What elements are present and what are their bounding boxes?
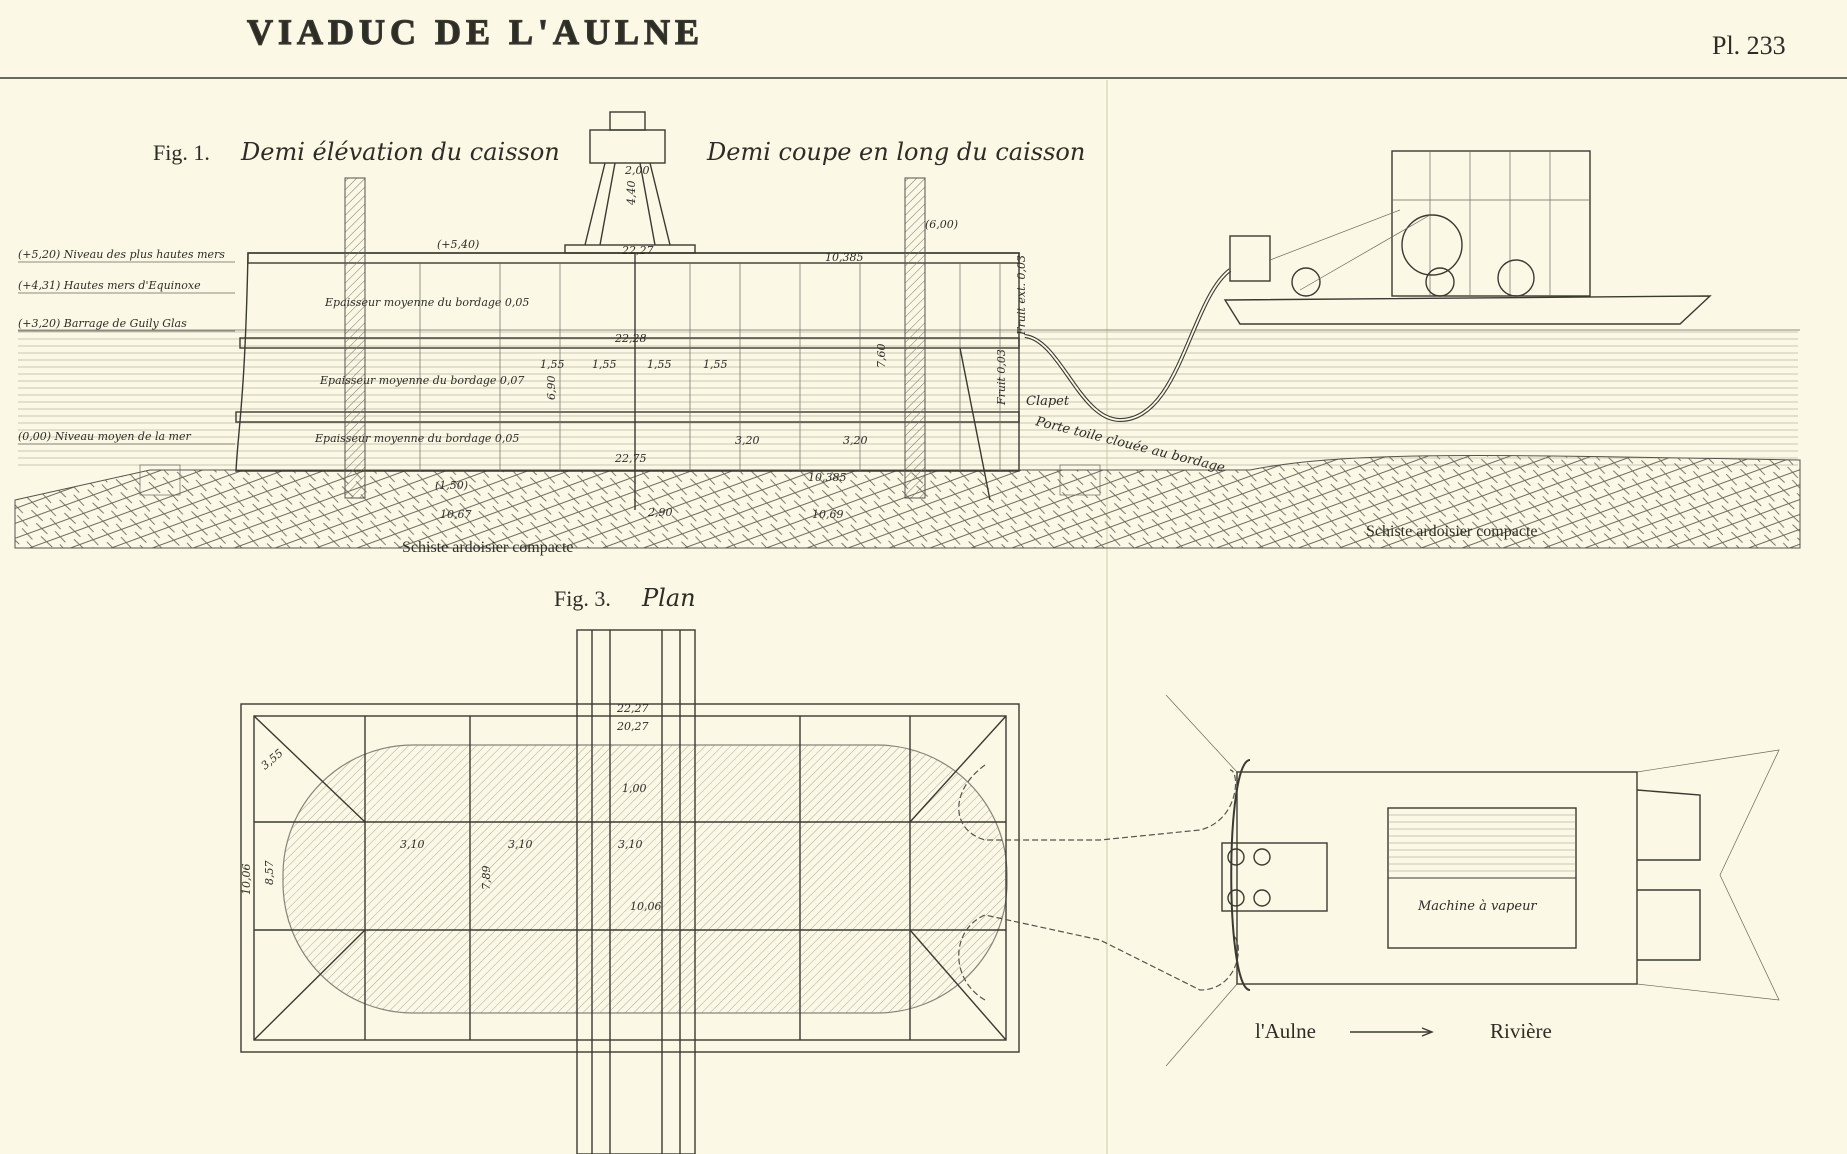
- dim-label: 7,60: [875, 344, 888, 369]
- fig1-dimensions: (+5,40) (6,00) 10,385 22,27 2,00 4,40 1,…: [435, 164, 958, 521]
- clapet-label: Clapet: [1026, 394, 1070, 409]
- dim-label: 10,69: [812, 508, 844, 521]
- dim-label: 1,55: [647, 358, 672, 371]
- dim-label: 3,55: [259, 747, 286, 773]
- ground-label-right: Schiste ardoisier compacte: [1366, 523, 1538, 540]
- dim-label: 3,10: [508, 838, 533, 851]
- steam-barge-elevation: [1223, 150, 1712, 325]
- plan-hose-lower: [958, 914, 1239, 1001]
- dim-label: 6,90: [545, 376, 558, 401]
- dim-label: 3,10: [400, 838, 425, 851]
- fruit-ext-label: Fruit ext. 0,03: [1015, 255, 1028, 336]
- dim-label: 1,00: [622, 782, 647, 795]
- dim-label: 2,90: [647, 506, 673, 519]
- dim-label: 3,20: [843, 434, 868, 447]
- plate-title: VIADUC DE L'AULNE: [247, 12, 704, 52]
- dim-label: (6,00): [925, 218, 958, 231]
- caisson-tower: [564, 111, 696, 254]
- river-to-label: Rivière: [1490, 1019, 1552, 1043]
- ground-label-left: Schiste ardoisier compacte: [402, 539, 574, 556]
- steam-barge-plan: [1165, 694, 1780, 1067]
- level-label: (+4,31) Hautes mers d'Equinoxe: [18, 279, 201, 292]
- dim-label: 22,28: [614, 332, 647, 345]
- dim-label: 22,27: [616, 702, 649, 715]
- dim-label: 1,55: [592, 358, 617, 371]
- river-from-label: l'Aulne: [1255, 1019, 1316, 1043]
- dim-label: 22,75: [614, 452, 647, 465]
- dim-label: 1,55: [540, 358, 565, 371]
- dim-label: 20,27: [616, 720, 649, 733]
- dim-label: 10,06: [240, 864, 253, 896]
- fig3-label: Fig. 3.: [554, 586, 611, 611]
- fig1-left-caption: Demi élévation du caisson: [240, 138, 560, 166]
- level-label: (+3,20) Barrage de Guily Glas: [18, 317, 187, 330]
- plate-number: Pl. 233: [1712, 31, 1786, 60]
- ground-rock: [14, 455, 1801, 549]
- dim-label: 1,55: [703, 358, 728, 371]
- dim-label: 4,40: [625, 181, 638, 207]
- level-label: (+5,20) Niveau des plus hautes mers: [18, 248, 225, 261]
- dim-label: 3,20: [735, 434, 760, 447]
- dim-label: 10,67: [440, 508, 472, 521]
- dim-label: 8,57: [263, 861, 276, 886]
- machine-label: Machine à vapeur: [1417, 899, 1537, 914]
- fig3-caption: Plan: [641, 584, 696, 612]
- fig1-right-caption: Demi coupe en long du caisson: [706, 138, 1085, 166]
- dim-label: (+5,40): [437, 238, 479, 251]
- dim-label: 10,06: [630, 900, 662, 913]
- fruit-label: Fruit 0,03: [995, 349, 1008, 406]
- level-label: (0,00) Niveau moyen de la mer: [18, 430, 191, 443]
- dim-label: 22,27: [621, 244, 654, 257]
- flow-arrow-icon: [1350, 1027, 1434, 1037]
- dim-label: (1,50): [435, 479, 468, 492]
- caisson-elevation: [139, 177, 1101, 510]
- dim-label: 10,385: [808, 471, 847, 484]
- caisson-plan: [240, 703, 1020, 1053]
- tower-rails-plan: [576, 629, 696, 1154]
- dim-label: 7,89: [480, 866, 493, 891]
- plan-hose-upper: [958, 764, 1237, 841]
- dim-label: 2,00: [624, 164, 650, 177]
- level-labels: (+5,20) Niveau des plus hautes mers (+4,…: [18, 248, 235, 445]
- fig1-label: Fig. 1.: [153, 140, 210, 165]
- bordage-label: Epaisseur moyenne du bordage 0,05: [324, 296, 529, 309]
- dim-label: 10,385: [825, 251, 864, 264]
- bordage-label: Epaisseur moyenne du bordage 0,07: [319, 374, 524, 387]
- bordage-label: Epaisseur moyenne du bordage 0,05: [314, 432, 519, 445]
- dim-label: 3,10: [618, 838, 643, 851]
